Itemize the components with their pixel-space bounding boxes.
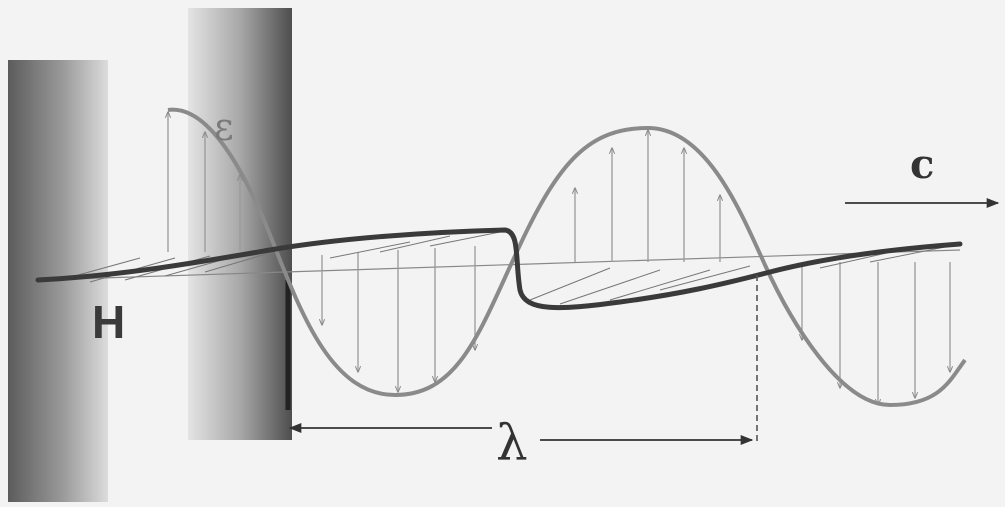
- electric-field-label: ε: [214, 105, 234, 149]
- wavelength-label: λ: [496, 414, 528, 472]
- magnetic-wave: [35, 227, 963, 310]
- speed-label: c: [910, 141, 934, 188]
- electric-wave: [167, 107, 967, 408]
- propagation-axis: [39, 249, 961, 281]
- magnetic-field-label: H: [92, 296, 125, 348]
- electric-field-vectors: [168, 112, 950, 405]
